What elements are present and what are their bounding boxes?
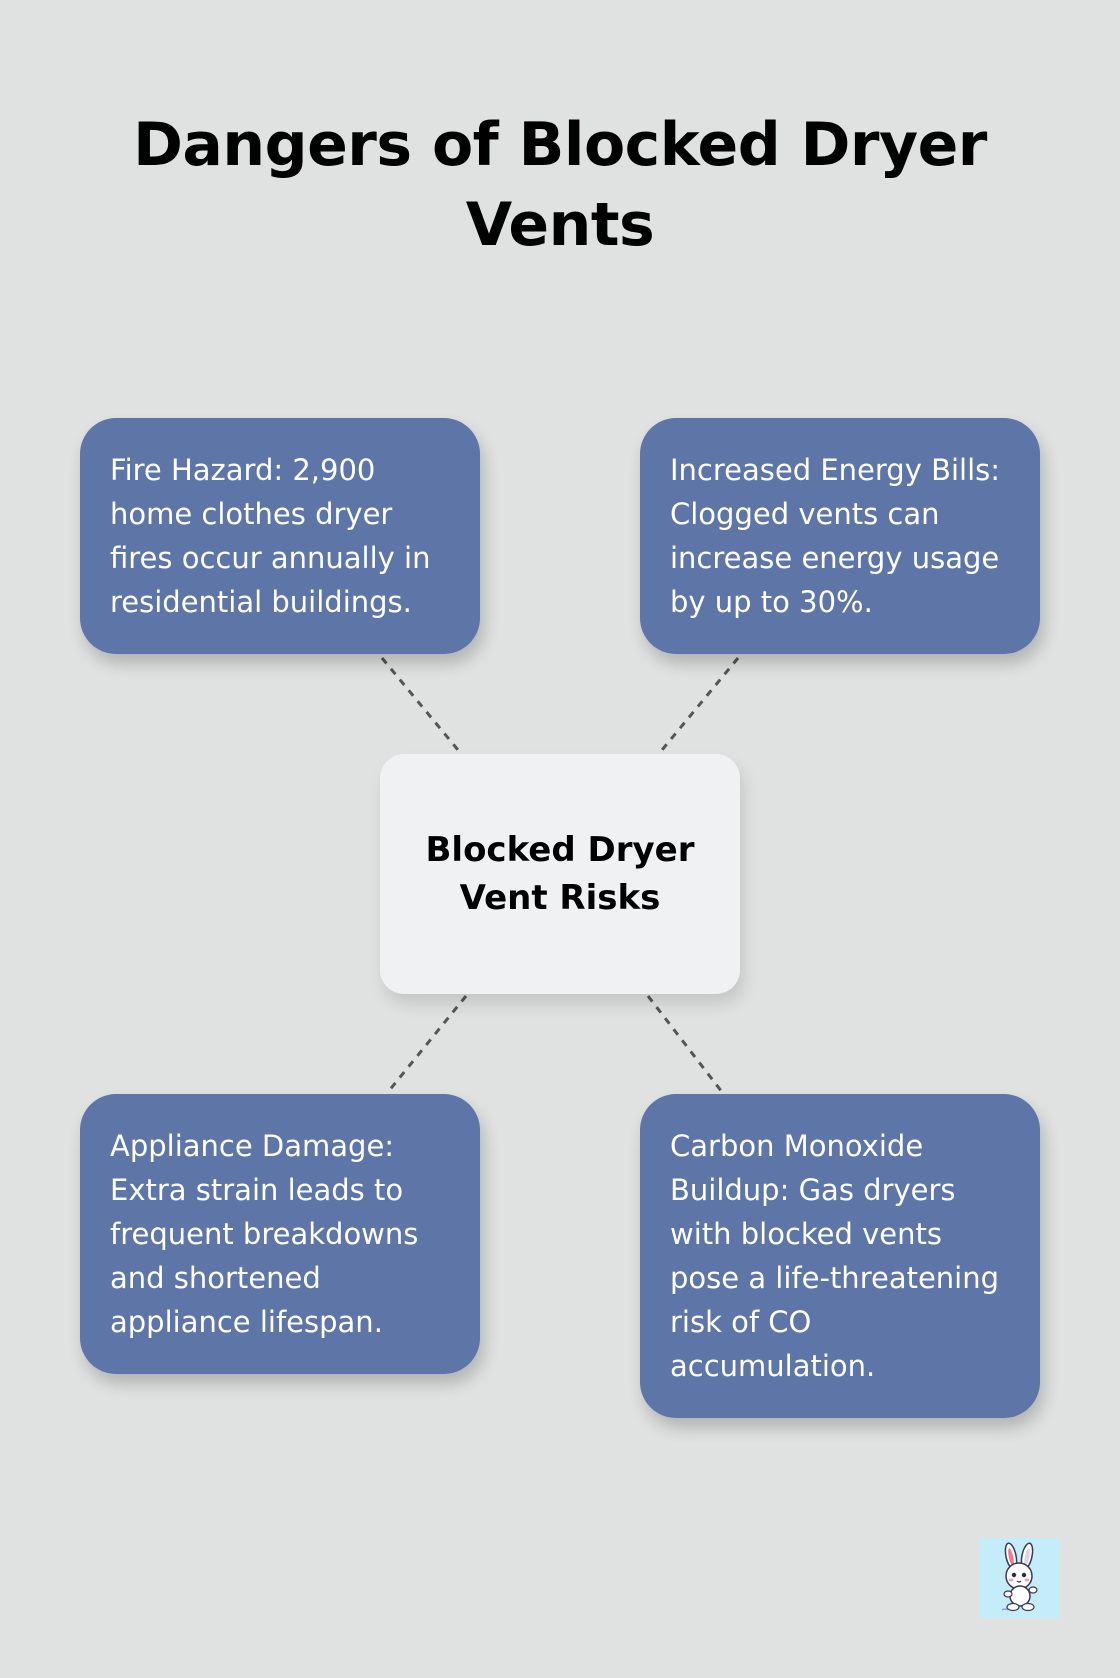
energy-bills-card: Increased Energy Bills: Clogged vents ca… bbox=[640, 418, 1040, 654]
connector-top-right bbox=[660, 657, 740, 751]
connector-bottom-right bbox=[646, 995, 724, 1093]
appliance-damage-card: Appliance Damage: Extra strain leads to … bbox=[80, 1094, 480, 1374]
bunny-mascot-icon bbox=[980, 1538, 1060, 1618]
connector-top-left bbox=[380, 657, 460, 751]
fire-hazard-card: Fire Hazard: 2,900 home clothes dryer fi… bbox=[80, 418, 480, 654]
center-node: Blocked Dryer Vent Risks bbox=[380, 754, 740, 994]
carbon-monoxide-card: Carbon Monoxide Buildup: Gas dryers with… bbox=[640, 1094, 1040, 1418]
center-node-label: Blocked Dryer Vent Risks bbox=[425, 830, 695, 918]
page-title: Dangers of Blocked Dryer Vents bbox=[133, 110, 987, 260]
connector-bottom-left bbox=[386, 995, 468, 1093]
